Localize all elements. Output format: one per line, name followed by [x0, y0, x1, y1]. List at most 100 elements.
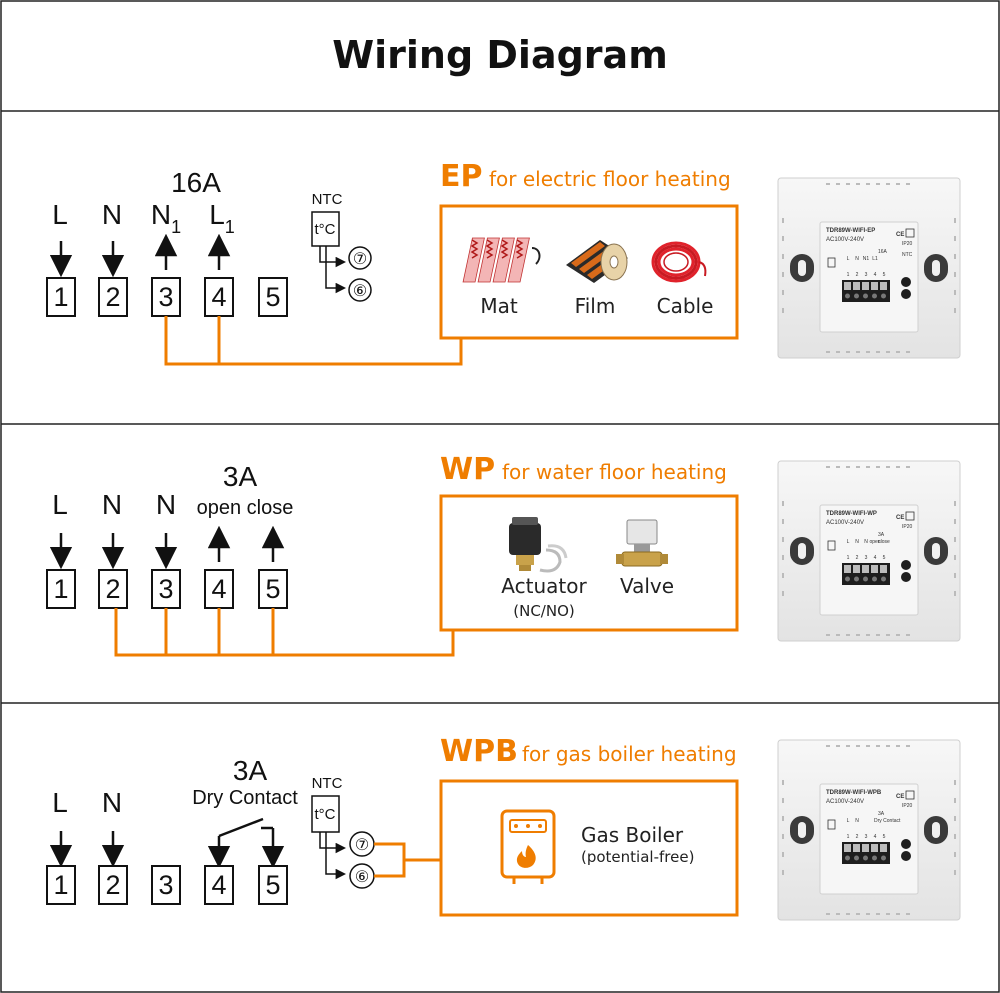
device-rating-label: 16A	[878, 249, 888, 255]
device-terminal-label: L1	[872, 256, 878, 262]
valve-icon	[616, 519, 668, 567]
device-terminal-label: N	[855, 539, 859, 545]
ep-label-n: N	[102, 199, 122, 230]
wpb-load-box	[439, 779, 739, 917]
section-ep: 16A L N N1 L1 1 2 3 4 5 NTC t°C	[46, 159, 739, 366]
ep-load-cable-label: Cable	[657, 294, 714, 318]
wpb-wire-loop	[374, 842, 406, 878]
double-insulation-icon	[905, 228, 915, 238]
device-terminal-label: N	[864, 539, 868, 545]
wpb-ntc-pin-6: ⑥	[355, 869, 369, 886]
device-contact-label: Dry Contact	[874, 818, 901, 824]
wp-heading-subtitle: for water floor heating	[502, 460, 727, 484]
wpb-terminal-1: 1	[53, 870, 68, 900]
wp-label-n: N	[102, 489, 122, 520]
wpb-terminal-block: 1 2 3 4 5	[46, 865, 288, 905]
ep-heading: EP	[440, 159, 482, 194]
ep-heading-subtitle: for electric floor heating	[489, 167, 731, 191]
wpb-heading-subtitle: for gas boiler heating	[522, 742, 737, 766]
device-terminal-number: 5	[883, 555, 886, 561]
device-terminal-label: N1	[863, 256, 870, 262]
wp-load-valve-label: Valve	[620, 574, 674, 598]
device-terminal-number: 2	[856, 272, 859, 278]
wp-load-box	[439, 494, 739, 632]
wpb-label-l: L	[52, 787, 68, 818]
wpb-terminal-5: 5	[265, 870, 280, 900]
device-terminal-label: open	[869, 539, 880, 545]
device-power-label: AC100V-240V	[826, 799, 864, 805]
device-terminal-number: 4	[874, 555, 877, 561]
device-terminal-number: 5	[883, 834, 886, 840]
device-terminal-number: 2	[856, 555, 859, 561]
device-power-label: AC100V-240V	[826, 520, 864, 526]
ce-mark: CE	[896, 515, 904, 521]
device-terminal-label: N	[855, 256, 859, 262]
device-terminal-number: 3	[865, 555, 868, 561]
ep-ntc-pin-7: ⑦	[353, 251, 367, 268]
device-power-label: AC100V-240V	[826, 237, 864, 243]
dry-contact-switch-icon	[207, 817, 285, 869]
wpb-ntc-label: NTC	[312, 775, 343, 792]
wp-load-actuator-label: Actuator	[501, 574, 587, 598]
wpb-ntc-sensor: NTC t°C ⑦ ⑥	[311, 775, 375, 889]
page-title: Wiring Diagram	[332, 33, 668, 77]
device-terminal-label: close	[878, 539, 890, 545]
device-terminal-number: 4	[874, 834, 877, 840]
ep-terminal-5: 5	[265, 282, 280, 312]
device-terminal-label: L	[847, 539, 850, 545]
ep-terminal-block: 1 2 3 4 5	[46, 277, 288, 317]
wp-terminal-2: 2	[105, 574, 120, 604]
wp-label-n2: N	[156, 489, 176, 520]
wpb-label-n: N	[102, 787, 122, 818]
wp-load-actuator-note: (NC/NO)	[513, 602, 574, 620]
double-insulation-icon	[905, 790, 915, 800]
device-terminal-number: 2	[856, 834, 859, 840]
wpb-terminal-3: 3	[158, 870, 173, 900]
wpb-ntc-sensor-label: t°C	[315, 806, 336, 823]
wpb-load-boiler-label: Gas Boiler	[581, 823, 684, 847]
heating-cable-coil-icon	[651, 241, 707, 283]
ep-load-film-label: Film	[575, 294, 616, 318]
wpb-dry-contact-label: Dry Contact	[192, 787, 298, 809]
device-terminal-label: N	[855, 818, 859, 824]
device-terminal-label: L	[847, 818, 850, 824]
section-wp: 3A L N N open close 1 2 3 4 5 WP for wat…	[46, 452, 739, 657]
wp-terminal-block: 1 2 3 4 5	[46, 569, 288, 609]
device-ntc-label: NTC	[902, 252, 913, 258]
wpb-terminal-2: 2	[105, 870, 120, 900]
device-ip-label: IP20	[902, 241, 913, 247]
section-wpb: 3A Dry Contact L N 1 2 3 4 5 NTC	[46, 734, 739, 917]
weee-bin-icon	[827, 257, 836, 268]
wp-terminal-5: 5	[265, 574, 280, 604]
ep-label-l: L	[52, 199, 68, 230]
heating-mat-icon	[462, 237, 541, 283]
wpb-load-boiler-note: (potential-free)	[581, 848, 694, 866]
ep-terminal-3: 3	[158, 282, 173, 312]
gas-boiler-icon	[500, 809, 556, 884]
ep-terminal-4: 4	[211, 282, 226, 312]
device-ip-label: IP20	[902, 803, 913, 809]
device-terminal-number: 1	[847, 834, 850, 840]
wp-label-l: L	[52, 489, 68, 520]
device-model-label: TDR89W-WIFI-WPB	[826, 790, 882, 796]
ep-ntc-sensor: NTC t°C ⑦ ⑥	[311, 191, 372, 302]
thermometer-icon	[311, 211, 340, 247]
ep-ntc-sensor-label: t°C	[315, 221, 336, 238]
wp-rating: 3A	[223, 461, 258, 492]
heating-film-roll-icon	[566, 240, 628, 283]
wp-terminal-1: 1	[53, 574, 68, 604]
wp-wire-2	[114, 608, 455, 657]
ce-mark: CE	[896, 794, 904, 800]
device-rating-label: 3A	[878, 532, 885, 538]
device-terminal-number: 4	[874, 272, 877, 278]
ep-ntc-pin-6: ⑥	[353, 283, 367, 300]
wpb-ntc-pin-7: ⑦	[355, 837, 369, 854]
actuator-icon	[509, 517, 568, 573]
device-terminal-label: L	[847, 256, 850, 262]
